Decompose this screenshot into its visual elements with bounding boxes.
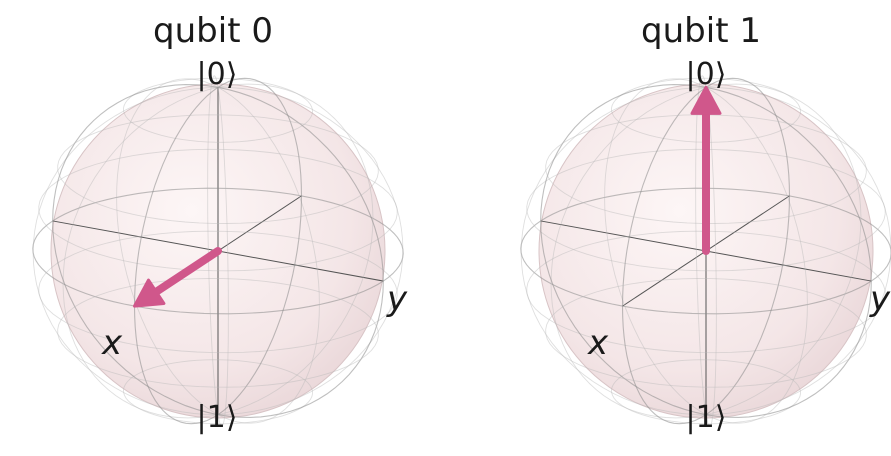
ket-one-label: |1⟩ <box>686 400 727 435</box>
x-axis-label: x <box>587 323 609 363</box>
bloch-sphere-qubit-1: qubit 1 |0⟩ |1⟩ x y <box>520 11 891 435</box>
panel-title: qubit 1 <box>641 11 761 51</box>
state-vector-arrow <box>690 85 722 255</box>
latitude-line <box>57 114 379 224</box>
state-vector-shaft <box>152 247 222 296</box>
bloch-sphere-qubit-0: qubit 0 |0⟩ |1⟩ x y <box>32 11 408 435</box>
longitude-line <box>621 77 791 425</box>
y-axis-label: y <box>386 279 408 319</box>
latitude-line <box>545 278 867 388</box>
ket-zero-label: |0⟩ <box>197 57 238 92</box>
state-vector-head <box>690 85 722 115</box>
y-axis-label: y <box>869 279 891 319</box>
longitude-line <box>133 77 303 425</box>
ket-zero-label: |0⟩ <box>686 57 727 92</box>
ket-one-label: |1⟩ <box>197 400 238 435</box>
panel-title: qubit 0 <box>153 11 273 51</box>
x-axis-label: x <box>101 323 123 363</box>
latitude-line <box>57 278 379 388</box>
state-vector-head <box>133 278 166 308</box>
sphere-wireframe <box>32 75 404 427</box>
latitude-line <box>545 114 867 224</box>
state-vector-arrow <box>133 247 222 308</box>
